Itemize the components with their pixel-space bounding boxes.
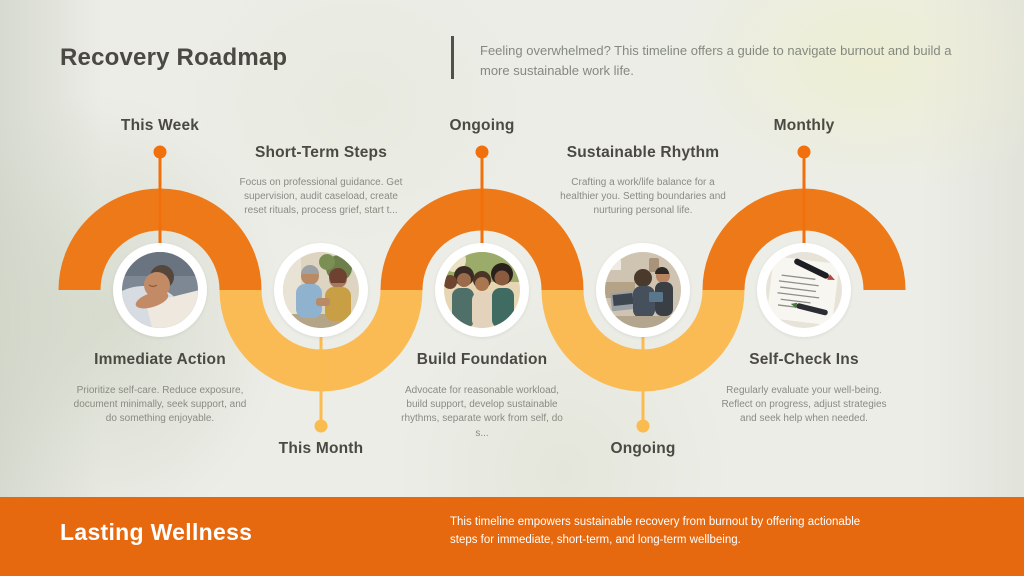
group-of-friends-illustration bbox=[444, 252, 520, 328]
node-4-time-label: Ongoing bbox=[610, 440, 676, 457]
photo-counseling-session bbox=[274, 243, 368, 337]
node-3-dot bbox=[475, 145, 489, 159]
node-5-time-label: Monthly bbox=[773, 117, 835, 134]
node-5-dot bbox=[797, 145, 811, 159]
node-2-description: Focus on professional guidance. Get supe… bbox=[239, 177, 403, 217]
journal-and-pen-illustration bbox=[766, 252, 842, 328]
node-4-description: Crafting a work/life balance for a healt… bbox=[560, 177, 726, 217]
photo-sleeping-person bbox=[113, 243, 207, 337]
node-2-heading: Short-Term Steps bbox=[254, 144, 388, 161]
counseling-session-illustration bbox=[283, 252, 359, 328]
node-1-description: Prioritize self-care. Reduce exposure, d… bbox=[73, 385, 247, 425]
node-1-heading: Immediate Action bbox=[94, 351, 226, 368]
node-2-dot bbox=[314, 419, 328, 433]
header-divider bbox=[451, 36, 454, 79]
node-3-description: Advocate for reasonable workload, build … bbox=[401, 385, 563, 439]
node-4-dot bbox=[636, 419, 650, 433]
photo-journal-and-pen bbox=[757, 243, 851, 337]
brand-name: Lasting Wellness bbox=[60, 519, 253, 545]
sleeping-person-illustration bbox=[122, 252, 198, 328]
photo-people-at-home bbox=[596, 243, 690, 337]
node-2-time-label: This Month bbox=[278, 440, 364, 457]
page-title: Recovery Roadmap bbox=[60, 44, 288, 71]
node-1-dot bbox=[153, 145, 167, 159]
node-1-time-label: This Week bbox=[120, 117, 200, 134]
node-5-heading: Self-Check Ins bbox=[749, 351, 859, 368]
node-3-heading: Build Foundation bbox=[416, 351, 548, 368]
intro-text: Feeling overwhelmed? This timeline offer… bbox=[480, 43, 952, 78]
footer-text: This timeline empowers sustainable recov… bbox=[450, 516, 861, 546]
photo-group-of-friends bbox=[435, 243, 529, 337]
people-at-home-illustration bbox=[605, 252, 681, 328]
node-3-time-label: Ongoing bbox=[449, 117, 515, 134]
node-4-heading: Sustainable Rhythm bbox=[566, 144, 720, 161]
footer-bar: Lasting Wellness This timeline empowers … bbox=[0, 497, 1024, 576]
node-5-description: Regularly evaluate your well-being. Refl… bbox=[721, 385, 887, 425]
